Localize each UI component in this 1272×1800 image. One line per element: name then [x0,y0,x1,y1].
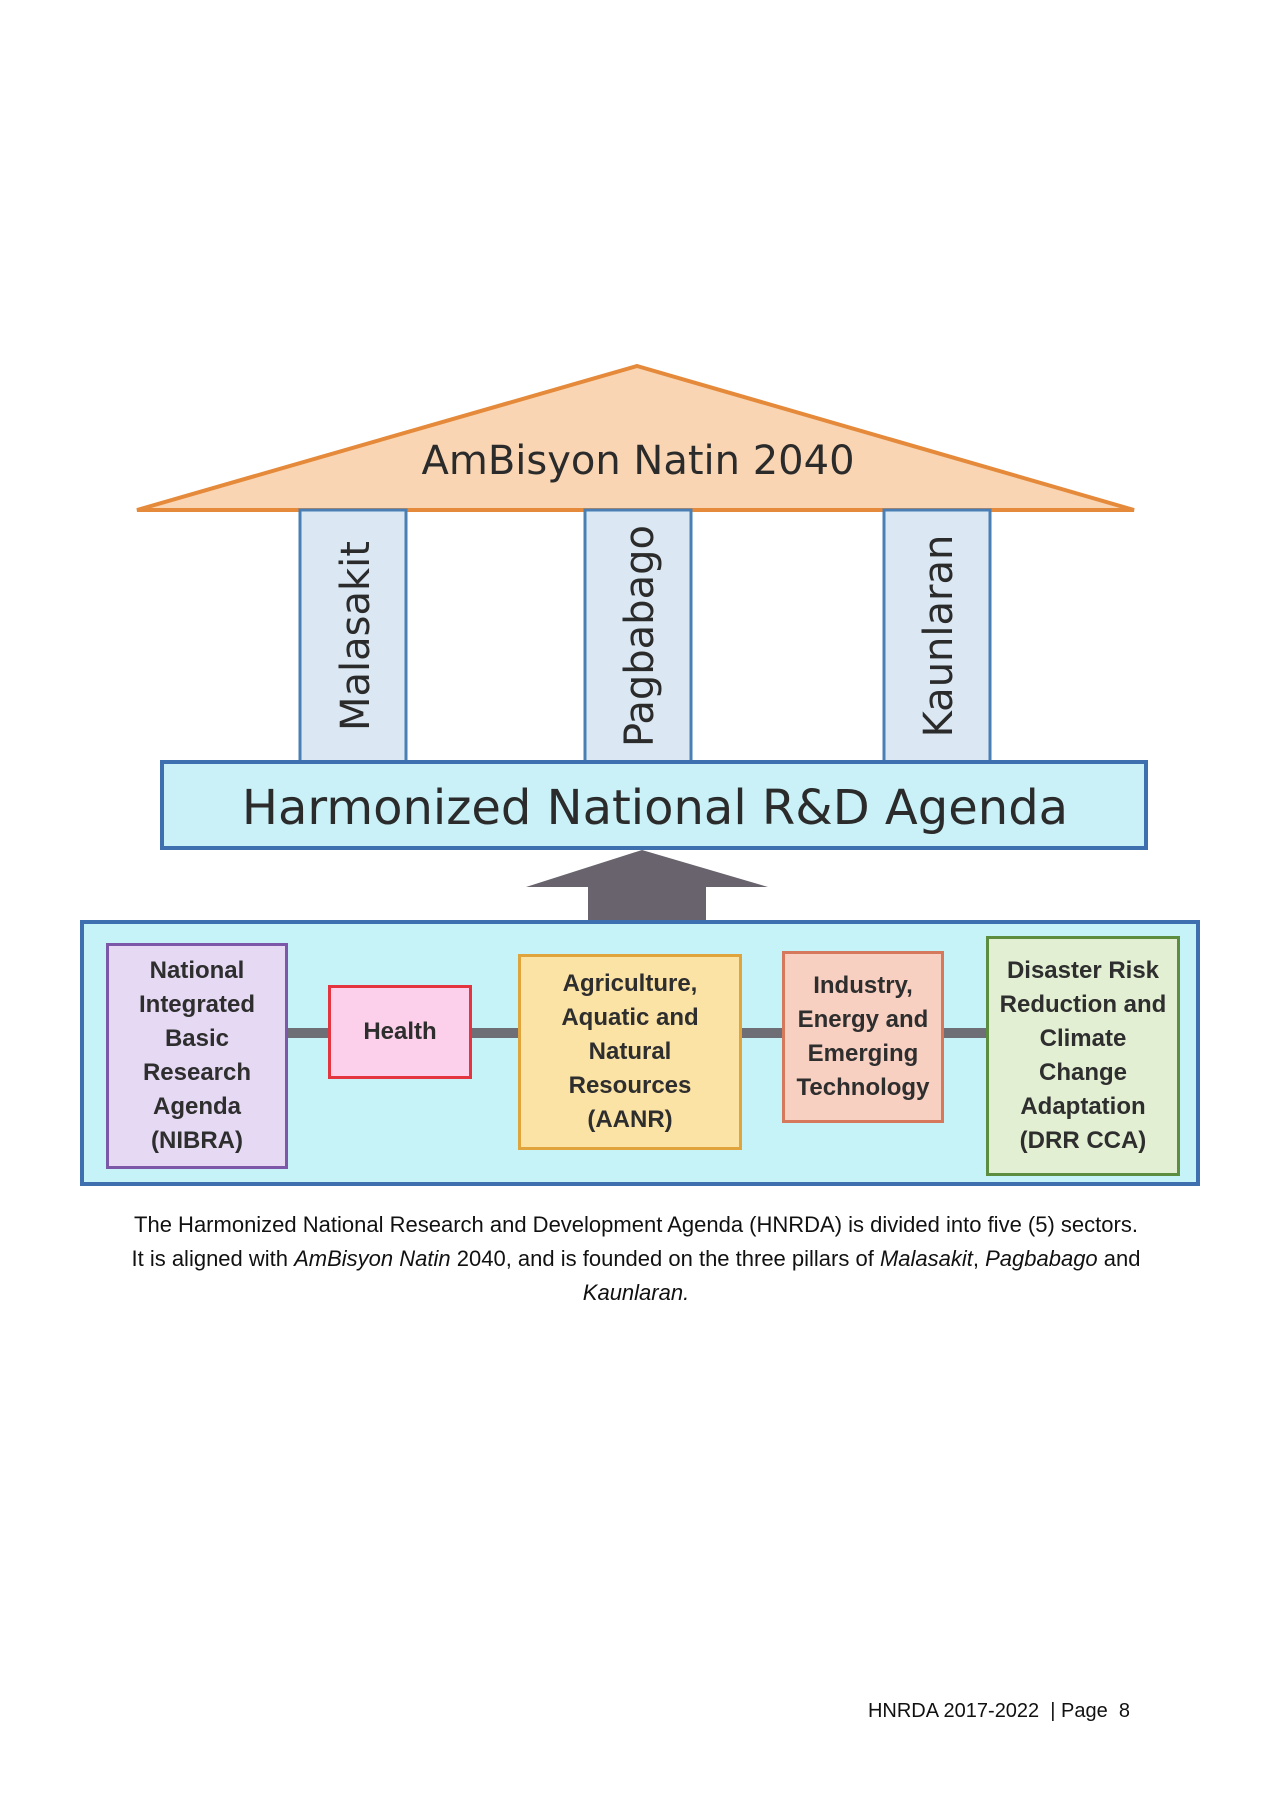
sector-nibra: National Integrated Basic Research Agend… [106,943,288,1169]
caption-italic-malasakit: Malasakit [879,1246,973,1271]
agenda-title: Harmonized National R&D Agenda [242,780,1068,836]
sector-industry-label: Industry, Energy and Emerging Technology [796,972,930,1101]
figure-caption: The Harmonized National Research and Dev… [130,1208,1142,1310]
caption-italic-ambisyon: AmBisyon Natin [294,1246,451,1271]
caption-text-4: and [1097,1246,1141,1271]
caption-text-1: The Harmonized National Research and Dev… [131,1212,1138,1271]
sector-industry: Industry, Energy and Emerging Technology [782,951,944,1123]
sector-drr-cca: Disaster Risk Reduction and Climate Chan… [986,936,1180,1176]
roof-title: AmBisyon Natin 2040 [421,438,854,484]
caption-text-3: , [972,1246,986,1271]
caption-italic-kaunlaran: Kaunlaran. [582,1280,690,1305]
pillar-kaunlaran [882,508,992,764]
sector-health-label: Health [363,1018,437,1045]
pillar-kaunlaran-label: Kaunlaran [916,535,962,738]
sector-aanr-label: Agriculture, Aquatic and Natural Resourc… [561,970,699,1133]
sector-aanr: Agriculture, Aquatic and Natural Resourc… [518,954,742,1150]
page-footer: HNRDA 2017-2022 | Page 8 [867,1700,1130,1722]
sector-nibra-label: National Integrated Basic Research Agend… [138,957,255,1154]
up-arrow [526,850,768,924]
pillar-pagbabago-label: Pagbabago [617,525,663,747]
caption-text-2: 2040, and is founded on the three pillar… [450,1246,880,1271]
sector-health: Health [328,985,472,1079]
sector-drr-cca-label: Disaster Risk Reduction and Climate Chan… [999,957,1167,1154]
agenda-bar [160,760,1148,850]
pillar-malasakit [298,508,408,764]
caption-italic-pagbabago: Pagbabago [985,1246,1098,1271]
pillar-malasakit-label: Malasakit [333,541,379,731]
